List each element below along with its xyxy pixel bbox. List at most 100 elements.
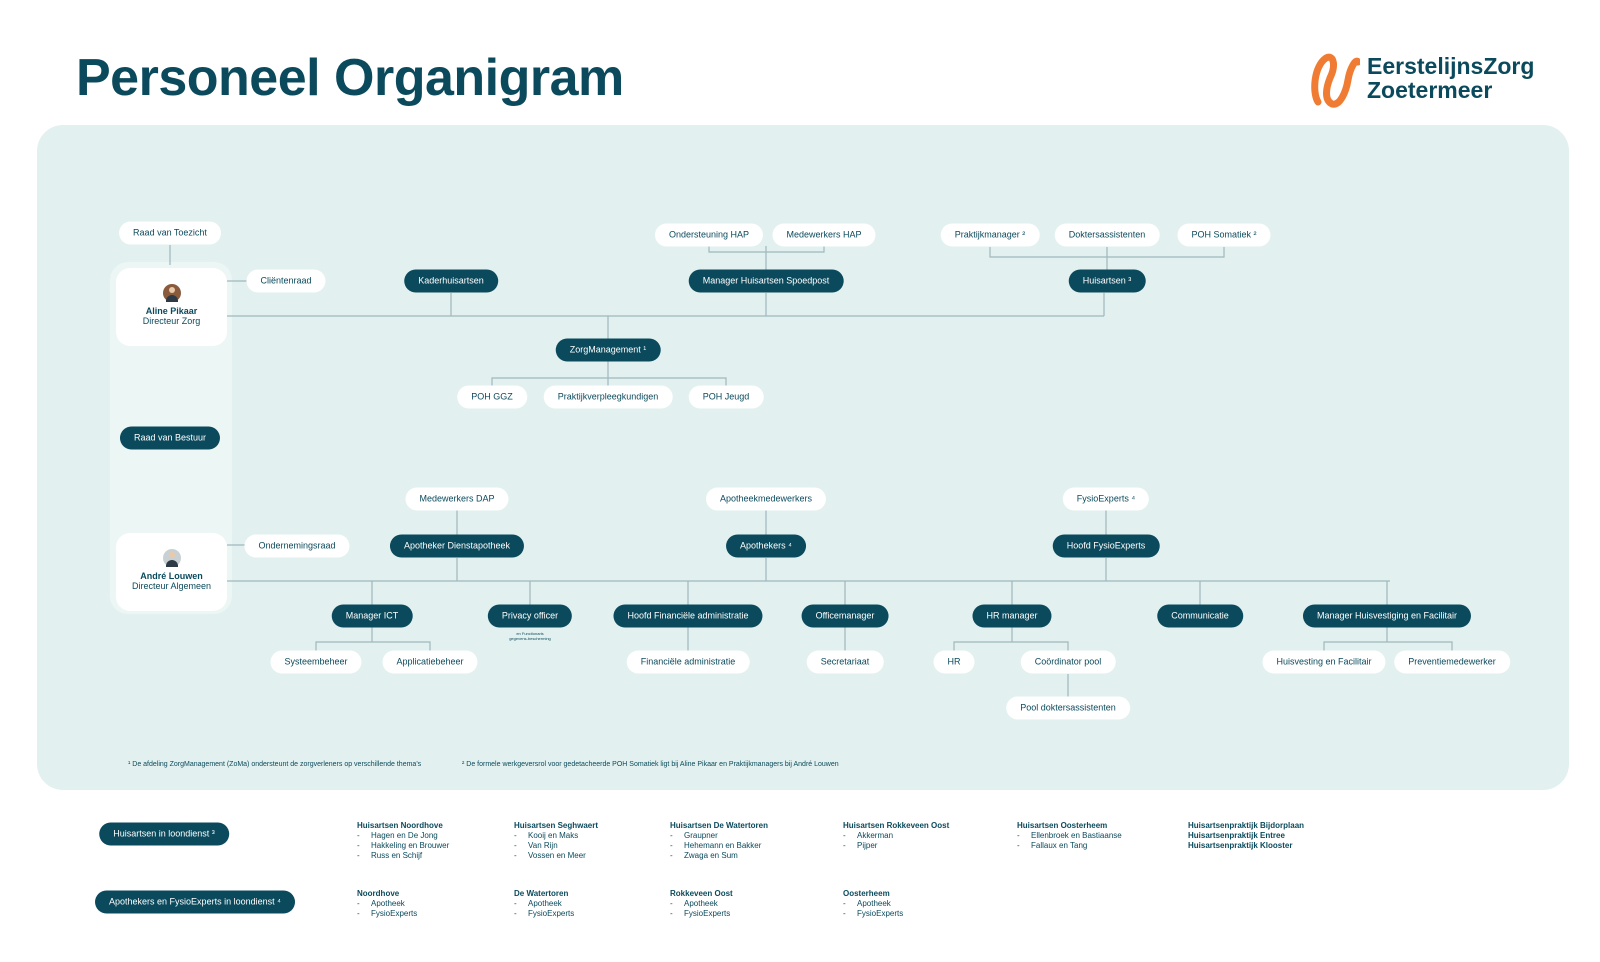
node-zorgmanagement: ZorgManagement ¹ xyxy=(555,338,661,362)
node-praktijkverpleegkundigen: Praktijkverpleegkundigen xyxy=(543,385,673,409)
location-group: NoordhoveApotheekFysioExperts xyxy=(357,889,417,919)
node-hr-manager: HR manager xyxy=(972,604,1052,628)
location-group-title: De Watertoren xyxy=(514,889,569,898)
praktijk-item: Huisartsenpraktijk Entree xyxy=(1188,831,1285,840)
node-poh-ggz: POH GGZ xyxy=(457,385,527,409)
node-huisvesting-en-facilitair: Huisvesting en Facilitair xyxy=(1262,650,1386,674)
location-group-item: Kooij en Maks xyxy=(514,831,598,841)
director-role: Directeur Algemeen xyxy=(131,581,212,591)
location-group-item: Zwaga en Sum xyxy=(670,851,768,861)
location-group: Huisartsen OosterheemEllenbroek en Basti… xyxy=(1017,821,1122,851)
privacy-note-line2: gegevens-bescherming xyxy=(509,636,551,641)
node-applicatiebeheer: Applicatiebeheer xyxy=(382,650,478,674)
avatar xyxy=(162,284,181,302)
label-apothekers-fysio-in-loondienst: Apothekers en FysioExperts in loondienst… xyxy=(95,890,295,914)
location-group-title: Huisartsen Noordhove xyxy=(357,821,443,830)
director-role: Directeur Zorg xyxy=(142,316,201,326)
brand-logo: EerstelijnsZorg Zoetermeer xyxy=(1310,52,1540,112)
node-hoofd-fysioexperts: Hoofd FysioExperts xyxy=(1052,534,1160,558)
huisartsenpraktijken-list: Huisartsenpraktijk Bijdorplaan Huisartse… xyxy=(1188,821,1304,851)
location-group-item: Graupner xyxy=(670,831,768,841)
location-group-item: Apotheek xyxy=(670,899,733,909)
location-group-item: Hagen en De Jong xyxy=(357,831,449,841)
node-manager-huisartsen-spoedpost: Manager Huisartsen Spoedpost xyxy=(688,269,844,293)
avatar xyxy=(162,549,181,567)
location-group-item: Apotheek xyxy=(514,899,574,909)
node-secretariaat: Secretariaat xyxy=(806,650,884,674)
location-group-item: FysioExperts xyxy=(514,909,574,919)
location-group-title: Noordhove xyxy=(357,889,400,898)
location-group-title: Oosterheem xyxy=(843,889,890,898)
node-huisartsen: Huisartsen ³ xyxy=(1068,269,1146,293)
node-ondersteuning-hap: Ondersteuning HAP xyxy=(654,223,764,247)
brand-mark-icon xyxy=(1311,53,1362,108)
node-raad-van-toezicht: Raad van Toezicht xyxy=(119,221,221,245)
location-group: Huisartsen NoordhoveHagen en De JongHakk… xyxy=(357,821,449,861)
location-group-title: Huisartsen Oosterheem xyxy=(1017,821,1108,830)
location-group: Huisartsen Rokkeveen OostAkkermanPijper xyxy=(843,821,949,851)
location-group: Huisartsen SeghwaertKooij en MaksVan Rij… xyxy=(514,821,598,861)
director-card-algemeen: André Louwen Directeur Algemeen xyxy=(116,533,227,611)
node-apotheekmedewerkers: Apotheekmedewerkers xyxy=(705,487,827,511)
location-group-item: Apotheek xyxy=(843,899,903,909)
location-group-title: Huisartsen Rokkeveen Oost xyxy=(843,821,950,830)
location-group-item: Ellenbroek en Bastiaanse xyxy=(1017,831,1122,841)
location-group-item: Hakkeling en Brouwer xyxy=(357,841,449,851)
brand-name-line2: Zoetermeer xyxy=(1367,77,1493,103)
location-group-title: Huisartsen Seghwaert xyxy=(514,821,599,830)
director-name: Aline Pikaar xyxy=(145,306,198,316)
privacy-note-line1: en Functionaris xyxy=(516,631,544,636)
node-manager-ict: Manager ICT xyxy=(331,604,413,628)
node-apothekers: Apothekers ⁴ xyxy=(726,534,806,558)
label-huisartsen-in-loondienst: Huisartsen in loondienst ³ xyxy=(99,822,229,846)
footnote-1: ¹ De afdeling ZorgManagement (ZoMa) onde… xyxy=(128,761,422,768)
location-group-item: Pijper xyxy=(843,841,949,851)
praktijk-item: Huisartsenpraktijk Bijdorplaan xyxy=(1188,821,1305,830)
node-poh-somatiek: POH Somatiek ² xyxy=(1177,223,1271,247)
node-ondernemingsraad: Ondernemingsraad xyxy=(244,534,350,558)
location-group-item: Vossen en Meer xyxy=(514,851,598,861)
director-card-zorg: Aline Pikaar Directeur Zorg xyxy=(116,268,227,346)
node-financiele-administratie: Financiële administratie xyxy=(626,650,750,674)
node-clientenraad: Cliëntenraad xyxy=(246,269,326,293)
location-group-item: FysioExperts xyxy=(670,909,733,919)
node-medewerkers-dap: Medewerkers DAP xyxy=(405,487,509,511)
location-group-title: Huisartsen De Watertoren xyxy=(670,821,768,830)
node-poh-jeugd: POH Jeugd xyxy=(688,385,764,409)
node-communicatie: Communicatie xyxy=(1157,604,1243,628)
director-name: André Louwen xyxy=(140,571,203,581)
location-group-item: Russ en Schijf xyxy=(357,851,449,861)
node-kaderhuisartsen: Kaderhuisartsen xyxy=(404,269,498,293)
privacy-officer-note: en Functionaris gegevens-bescherming xyxy=(500,631,560,641)
node-pool-doktersassistenten: Pool doktersassistenten xyxy=(1006,696,1130,720)
node-doktersassistenten: Doktersassistenten xyxy=(1054,223,1160,247)
location-group-item: Akkerman xyxy=(843,831,949,841)
location-group-item: Hehemann en Bakker xyxy=(670,841,768,851)
node-fysioexperts: FysioExperts ⁴ xyxy=(1062,487,1150,511)
location-group-title: Rokkeveen Oost xyxy=(670,889,733,898)
page-title: Personeel Organigram xyxy=(76,49,624,107)
location-group: De WatertorenApotheekFysioExperts xyxy=(514,889,574,919)
node-preventiemedewerker: Preventiemedewerker xyxy=(1394,650,1510,674)
location-group: Rokkeveen OostApotheekFysioExperts xyxy=(670,889,733,919)
node-hr: HR xyxy=(933,650,975,674)
node-manager-huisvesting: Manager Huisvestiging en Facilitair xyxy=(1302,604,1472,628)
praktijk-item: Huisartsenpraktijk Klooster xyxy=(1188,841,1293,850)
node-privacy-officer: Privacy officer xyxy=(487,604,573,628)
location-group-item: Fallaux en Tang xyxy=(1017,841,1122,851)
location-group-item: FysioExperts xyxy=(843,909,903,919)
node-medewerkers-hap: Medewerkers HAP xyxy=(772,223,876,247)
location-group-item: FysioExperts xyxy=(357,909,417,919)
brand-name-line1: EerstelijnsZorg xyxy=(1367,53,1535,79)
location-group-item: Apotheek xyxy=(357,899,417,909)
location-group: Huisartsen De WatertorenGraupnerHehemann… xyxy=(670,821,768,861)
node-hoofd-financiele-administratie: Hoofd Financiële administratie xyxy=(613,604,763,628)
footnote-2: ² De formele werkgeversrol voor gedetach… xyxy=(462,761,839,768)
node-systeembeheer: Systeembeheer xyxy=(270,650,362,674)
node-officemanager: Officemanager xyxy=(801,604,889,628)
node-coordinator-pool: Coördinator pool xyxy=(1020,650,1116,674)
location-group-item: Van Rijn xyxy=(514,841,598,851)
location-group: OosterheemApotheekFysioExperts xyxy=(843,889,903,919)
node-apotheker-dienstapotheek: Apotheker Dienstapotheek xyxy=(389,534,525,558)
